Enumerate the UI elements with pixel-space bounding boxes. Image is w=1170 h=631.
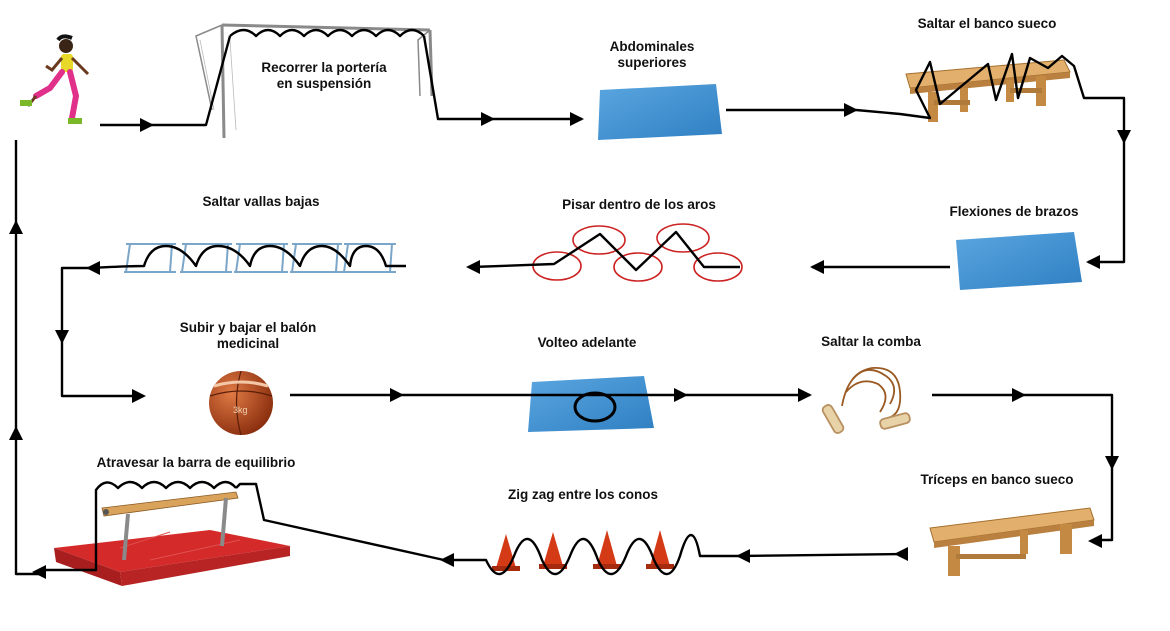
label-conos: Zig zag entre los conos <box>508 487 658 502</box>
label-line: Abdominales <box>610 39 695 54</box>
arrow-right-icon <box>390 388 404 402</box>
mat-icon <box>528 376 654 432</box>
label-line: Subir y bajar el balón <box>180 320 317 335</box>
jump-rope-icon <box>821 367 911 434</box>
arrow-up-icon <box>9 220 23 234</box>
mat-icon <box>956 232 1082 290</box>
arrow-down-icon <box>55 330 69 344</box>
arrow-right-icon <box>798 388 812 402</box>
label-vallas: Saltar vallas bajas <box>202 194 319 209</box>
label-line: Zig zag entre los conos <box>508 487 658 502</box>
medicine-ball-icon: 3kg <box>209 370 273 436</box>
label-line: medicinal <box>217 336 279 351</box>
label-line: Tríceps en banco sueco <box>920 472 1073 487</box>
arrow-up-icon <box>9 426 23 440</box>
label-line: Pisar dentro de los aros <box>562 197 716 212</box>
arrow-right-icon <box>844 103 858 117</box>
arrow-left-icon <box>86 261 100 275</box>
arrow-left-icon <box>466 260 480 274</box>
arrow-down-icon <box>1105 456 1119 470</box>
arrow-right-icon <box>1012 388 1026 402</box>
arrow-right-icon <box>132 389 146 403</box>
label-line: Volteo adelante <box>538 335 637 350</box>
label-barra: Atravesar la barra de equilibrio <box>97 455 296 470</box>
arrow-right-icon <box>570 112 584 126</box>
hoop-icon <box>532 223 743 282</box>
bench-icon <box>929 507 1095 576</box>
arrow-left-icon <box>440 553 454 567</box>
arrow-right-icon <box>674 388 688 402</box>
label-volteo: Volteo adelante <box>538 335 637 350</box>
label-triceps: Tríceps en banco sueco <box>920 472 1073 487</box>
label-aros: Pisar dentro de los aros <box>562 197 716 212</box>
label-line: Flexiones de brazos <box>949 204 1078 219</box>
ball-weight-label: 3kg <box>233 405 248 415</box>
arrow-left-icon <box>1088 534 1102 548</box>
label-line: Saltar el banco sueco <box>918 16 1057 31</box>
label-line: Saltar la comba <box>821 334 921 349</box>
arrow-right-icon <box>481 112 495 126</box>
label-line: Saltar vallas bajas <box>202 194 319 209</box>
cone-icon <box>492 530 674 571</box>
direction-arrows <box>9 103 1131 579</box>
label-comba: Saltar la comba <box>821 334 921 349</box>
label-line: superiores <box>617 55 686 70</box>
bench-icon <box>905 59 1071 122</box>
arrow-down-icon <box>1117 130 1131 144</box>
label-line: en suspensión <box>277 76 372 91</box>
mat-icon <box>598 84 722 140</box>
label-banco: Saltar el banco sueco <box>918 16 1057 31</box>
label-line: Atravesar la barra de equilibrio <box>97 455 296 470</box>
arrow-left-icon <box>810 260 824 274</box>
runner-icon <box>20 34 90 124</box>
label-line: Recorrer la portería <box>261 60 387 75</box>
arrow-left-icon <box>736 549 750 563</box>
label-flexiones: Flexiones de brazos <box>949 204 1078 219</box>
arrow-right-icon <box>140 118 154 132</box>
arrow-left-icon <box>894 547 908 561</box>
balance-beam-icon <box>54 491 290 586</box>
arrow-left-icon <box>1086 255 1100 269</box>
arrow-left-icon <box>32 565 46 579</box>
